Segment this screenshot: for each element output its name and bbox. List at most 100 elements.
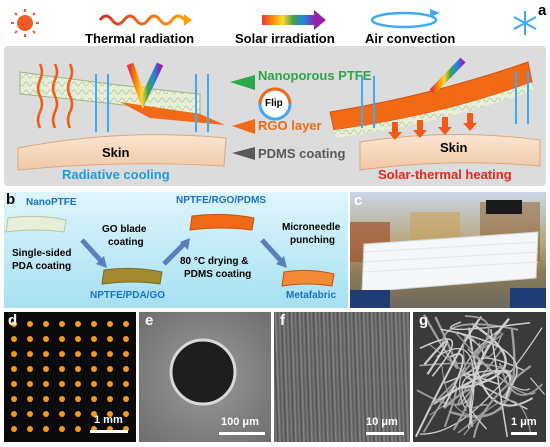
label-nptfe-pda-go: NPTFE/PDA/GO: [90, 290, 166, 301]
micro-hole-dot: [27, 366, 33, 372]
solar-arrow-icon: [262, 15, 314, 25]
fiber-strand: [442, 353, 464, 408]
fiber-strand: [498, 362, 543, 396]
legend-air-convection: Air convection: [365, 31, 456, 46]
fiber-strand: [458, 329, 501, 411]
sample-nanoptfe: [5, 215, 67, 233]
heat-arrows-right: [388, 113, 477, 140]
micro-hole-dot: [75, 351, 81, 357]
micro-hole-dot: [75, 321, 81, 327]
micro-hole-dot: [123, 411, 129, 417]
fiber-strand: [463, 399, 532, 436]
fiber-strand: [429, 315, 490, 408]
micro-hole-dot: [75, 396, 81, 402]
micro-hole-dot: [43, 366, 49, 372]
panel-a-graphics: [4, 9, 546, 186]
fiber-strand: [436, 347, 475, 429]
panel-b: b NanoPTFE Single-sided PDA coating GO b…: [4, 192, 348, 308]
micro-hole-dot: [27, 321, 33, 327]
panel-e-sem: e 100 μm: [139, 312, 271, 442]
scale-bar-d: [90, 430, 128, 433]
micro-hole-dot: [11, 336, 17, 342]
skin-left-label: Skin: [102, 145, 130, 160]
micro-hole-dot: [11, 411, 17, 417]
panel-a: a Thermal radiation Solar irradiation Ai…: [0, 0, 550, 190]
panel-d-optical: d 1 mm: [4, 312, 136, 442]
micro-hole-dot: [107, 411, 113, 417]
scale-label-e: 100 μm: [221, 416, 259, 428]
micro-hole-dot: [43, 336, 49, 342]
step-4-line-2: punching: [290, 235, 335, 246]
legend-thermal-radiation: Thermal radiation: [85, 31, 195, 46]
micro-hole-dot: [91, 351, 97, 357]
micro-hole-dot: [43, 411, 49, 417]
micro-hole-dot: [75, 366, 81, 372]
scale-bar-e: [219, 432, 265, 435]
micro-hole-dot: [123, 366, 129, 372]
scale-label-f: 10 μm: [366, 416, 398, 428]
micro-hole-dot: [91, 411, 97, 417]
sample-metafabric: [281, 269, 335, 287]
panel-e-label: e: [145, 312, 154, 329]
fiber-strand: [530, 377, 546, 395]
micro-hole-dot: [27, 396, 33, 402]
scale-label-g: 1 μm: [511, 416, 537, 428]
label-nptfe-rgo-pdms: NPTFE/RGO/PDMS: [176, 195, 267, 206]
fiber-strand: [461, 370, 512, 430]
panel-g-label: g: [419, 312, 429, 329]
micro-hole-dot: [91, 396, 97, 402]
fiber-strand: [462, 372, 528, 410]
micro-hole-dot: [27, 351, 33, 357]
fiber-strand: [462, 334, 478, 379]
label-rgo-layer: RGO layer: [258, 118, 322, 133]
micro-hole-dot: [59, 366, 65, 372]
skin-right-label: Skin: [440, 140, 468, 155]
label-metafabric: Metafabric: [286, 290, 337, 301]
micro-hole-dot: [91, 381, 97, 387]
label-pdms-coating: PDMS coating: [258, 146, 346, 161]
micro-hole-dot: [59, 411, 65, 417]
micro-hole-dot: [91, 321, 97, 327]
scale-label-d: 1 mm: [94, 414, 123, 426]
micro-hole-dot: [107, 321, 113, 327]
skin-left: [17, 134, 227, 171]
fiber-strand: [422, 314, 459, 369]
micro-hole-dot: [59, 351, 65, 357]
micro-hole-dot: [123, 381, 129, 387]
micro-hole-dot: [75, 426, 81, 432]
micro-hole-dot: [43, 396, 49, 402]
micro-hole-dot: [123, 321, 129, 327]
micro-hole-dot: [123, 351, 129, 357]
micro-hole-dot: [75, 411, 81, 417]
sample-nptfe-pda-go: [101, 267, 163, 285]
micro-hole-dot: [107, 366, 113, 372]
sample-nptfe-rgo-pdms: [189, 213, 255, 231]
snowflake-icon: [513, 11, 537, 35]
fiber-strand: [455, 332, 536, 395]
micro-hole-dot: [11, 396, 17, 402]
label-nanoptfe: NanoPTFE: [26, 197, 77, 208]
panel-f-label: f: [280, 312, 285, 329]
step-1-line-1: Single-sided: [12, 248, 72, 259]
micro-hole-dot: [107, 336, 113, 342]
micro-hole-dot: [27, 381, 33, 387]
micro-hole-dot: [43, 426, 49, 432]
micro-hole-dot: [123, 396, 129, 402]
solar-reflect-icon: [126, 62, 164, 110]
fiber-strand: [414, 315, 483, 438]
micro-hole-dot: [11, 426, 17, 432]
scale-bar-f: [366, 432, 404, 435]
solar-incoming-icon: [429, 57, 466, 95]
fiber-strand: [443, 389, 473, 431]
micro-hole-dot: [107, 381, 113, 387]
mode-solar-thermal-heating: Solar-thermal heating: [378, 167, 512, 182]
panel-d-label: d: [8, 312, 18, 329]
legend-solar-irradiation: Solar irradiation: [235, 31, 335, 46]
step-3-line-2: PDMS coating: [184, 269, 252, 280]
air-convection-icon: [370, 11, 438, 29]
panel-a-label: a: [538, 2, 547, 19]
micro-hole-dot: [43, 321, 49, 327]
micro-hole-dot: [59, 336, 65, 342]
step-3-line-1: 80 °C drying &: [180, 256, 249, 267]
metafabric-sheet: [361, 231, 539, 293]
